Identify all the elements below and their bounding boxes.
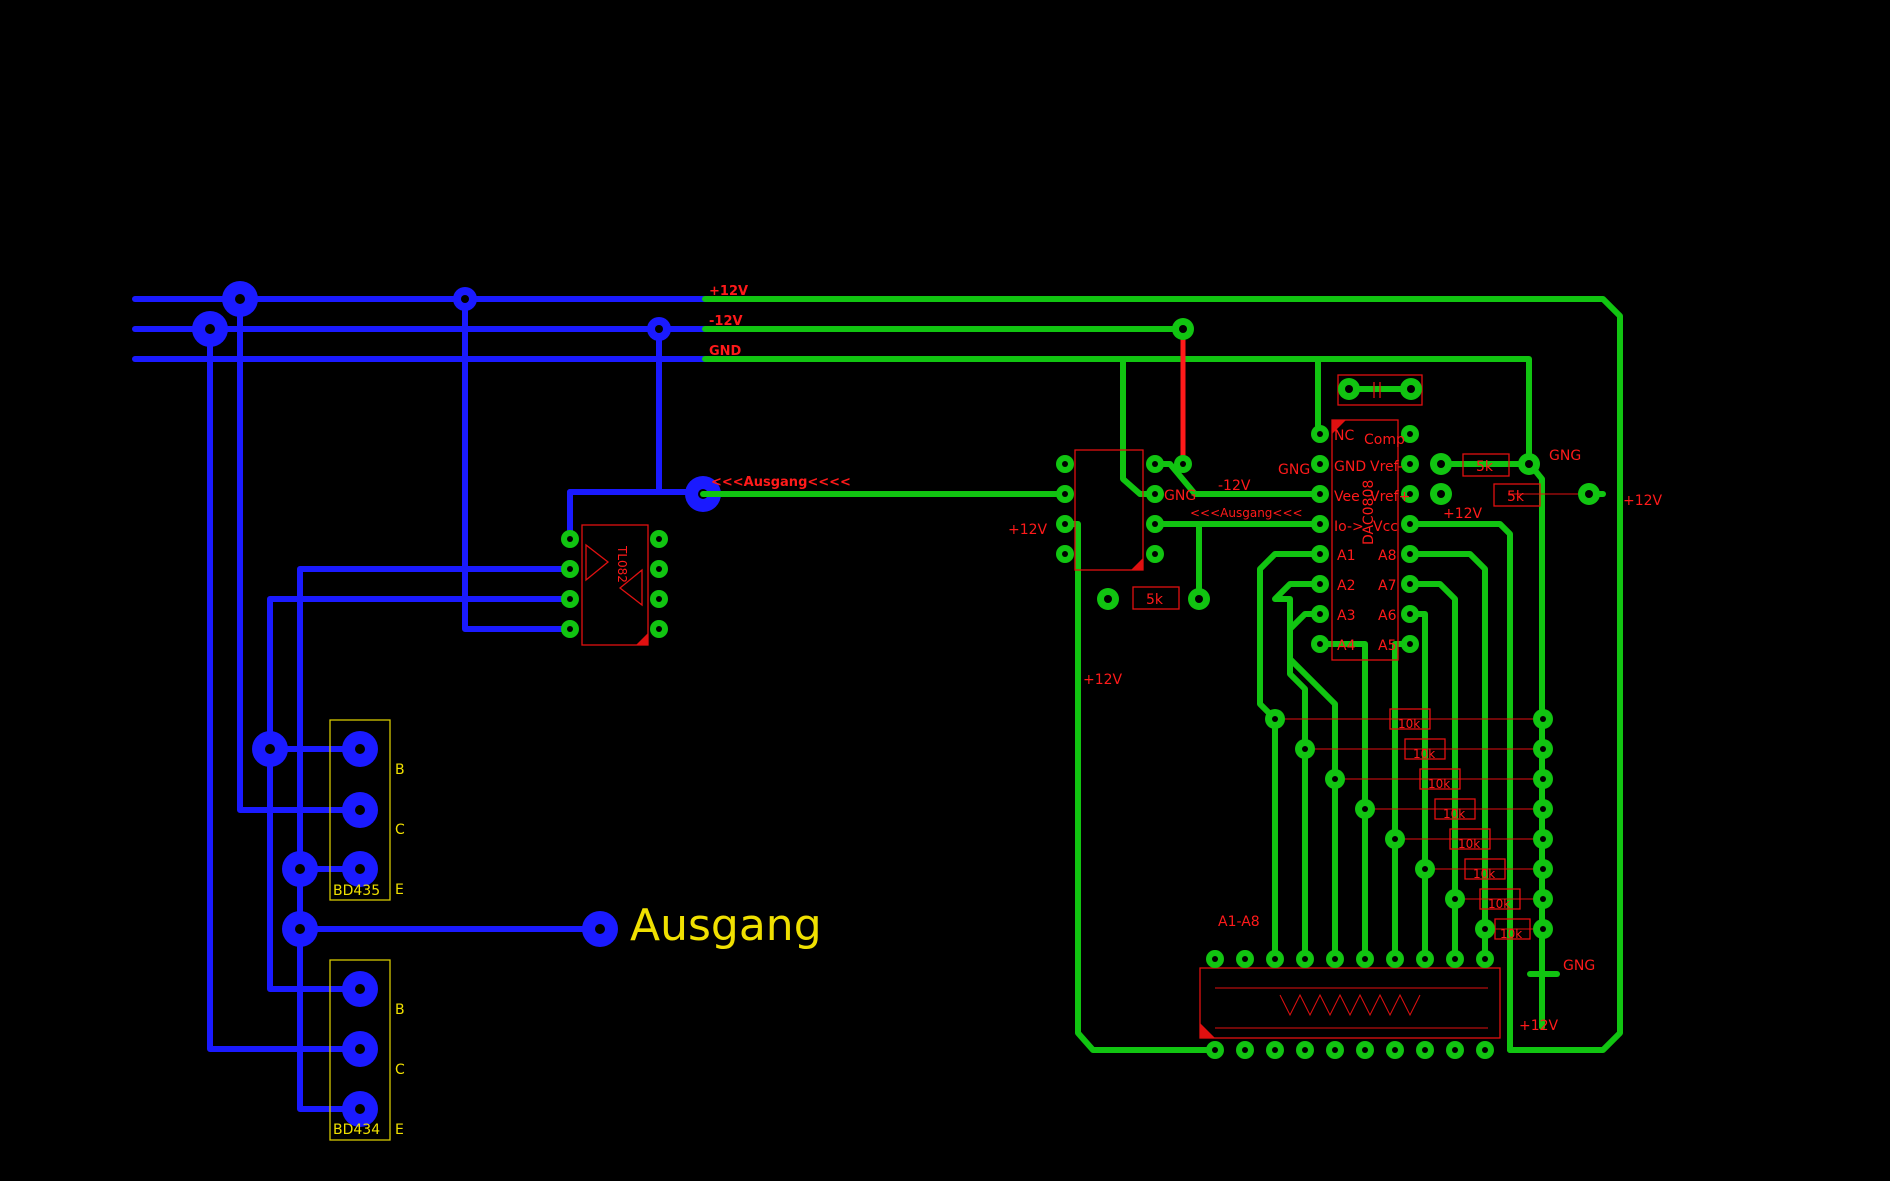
svg-text:10k: 10k	[1488, 897, 1510, 911]
net-plus12-vcc: +12V	[1443, 506, 1483, 522]
ladder-resistors: 10k 10k 10k 10k 10k 10k 10k 10k	[1389, 708, 1531, 941]
ladder-thin-lines	[1275, 493, 1589, 930]
svg-text:A1: A1	[1337, 548, 1355, 564]
svg-text:A7: A7	[1378, 578, 1396, 594]
blue-traces	[132, 296, 708, 1112]
svg-text:Io->: Io->	[1334, 519, 1364, 535]
net-a1a8: A1-A8	[1218, 914, 1260, 930]
bd435-pin-c: C	[395, 822, 405, 838]
svg-text:DAC0808: DAC0808	[1361, 480, 1377, 545]
svg-text:Comp: Comp	[1364, 432, 1405, 448]
svg-text:A2: A2	[1337, 578, 1355, 594]
svg-text:5k: 5k	[1476, 459, 1494, 475]
rail-label-minus12: -12V	[709, 314, 743, 329]
svg-text:A8: A8	[1378, 548, 1396, 564]
svg-text:GND: GND	[1334, 459, 1366, 475]
svg-text:A3: A3	[1337, 608, 1355, 624]
net-gng-dac: GNG	[1278, 462, 1310, 478]
resistor-vref1: 5k	[1462, 453, 1510, 477]
svg-text:A4: A4	[1337, 638, 1356, 654]
svg-text:5k: 5k	[1146, 592, 1164, 608]
dac-left-pin-labels: NC GND Vee Io-> A1 A2 A3 A4	[1334, 428, 1366, 654]
net-minus12-dac: -12V	[1218, 478, 1251, 494]
svg-text:Vee: Vee	[1334, 489, 1360, 505]
svg-text:Vref+: Vref+	[1370, 489, 1410, 505]
output-label: Ausgang	[630, 900, 822, 951]
svg-text:Vref-: Vref-	[1370, 459, 1403, 475]
dac0808-outline: DAC0808	[1331, 419, 1399, 661]
bd435-outline: BD435	[329, 719, 391, 901]
socket-outline	[1074, 449, 1144, 571]
svg-text:10k: 10k	[1398, 717, 1420, 731]
resistor-vref2: 5k	[1493, 483, 1541, 507]
capacitor-outline	[1337, 374, 1423, 406]
rail-label-plus12: +12V	[709, 284, 748, 299]
net-plus12-right: +12V	[1623, 493, 1663, 509]
net-gng-op: GNG	[1164, 488, 1196, 504]
green-pad-holes	[567, 325, 1593, 1053]
net-plus12-op: +12V	[1008, 522, 1048, 538]
dip-switch-outline	[1199, 967, 1501, 1039]
bd434-pin-b: B	[395, 1002, 405, 1018]
svg-text:BD435: BD435	[333, 883, 380, 899]
net-plus12-bottom: +12V	[1519, 1018, 1559, 1034]
svg-text:TL082: TL082	[615, 545, 629, 583]
svg-text:A6: A6	[1378, 608, 1397, 624]
bd435-pin-e: E	[395, 882, 404, 898]
blue-pads	[192, 281, 721, 1127]
net-ausgang-dac: <<<Ausgang<<<	[1190, 506, 1303, 520]
svg-text:10k: 10k	[1500, 927, 1522, 941]
tl082-outline: TL082	[581, 524, 649, 646]
bd434-pin-e: E	[395, 1122, 404, 1138]
svg-text:10k: 10k	[1458, 837, 1480, 851]
svg-text:5k: 5k	[1507, 489, 1525, 505]
net-gng-bottom: GNG	[1563, 958, 1595, 974]
svg-text:A5: A5	[1378, 638, 1396, 654]
net-plus12-left: +12V	[1083, 672, 1123, 688]
svg-text:10k: 10k	[1428, 777, 1450, 791]
svg-text:Vcc: Vcc	[1373, 519, 1398, 535]
svg-text:NC: NC	[1334, 428, 1354, 444]
bd435-pin-b: B	[395, 762, 405, 778]
rail-label-ausgang: <<<Ausgang<<<<	[711, 475, 851, 490]
svg-text:10k: 10k	[1413, 747, 1435, 761]
bd434-pin-c: C	[395, 1062, 405, 1078]
svg-text:BD434: BD434	[333, 1122, 380, 1138]
net-gng-right: GNG	[1549, 448, 1581, 464]
rail-label-gnd: GND	[709, 344, 742, 359]
svg-text:10k: 10k	[1473, 867, 1495, 881]
dac-right-pin-labels: Comp Vref- Vref+ Vcc A8 A7 A6 A5	[1364, 432, 1410, 654]
bd434-outline: BD434	[329, 959, 391, 1141]
svg-text:10k: 10k	[1443, 807, 1465, 821]
resistor-op: 5k	[1132, 586, 1180, 610]
